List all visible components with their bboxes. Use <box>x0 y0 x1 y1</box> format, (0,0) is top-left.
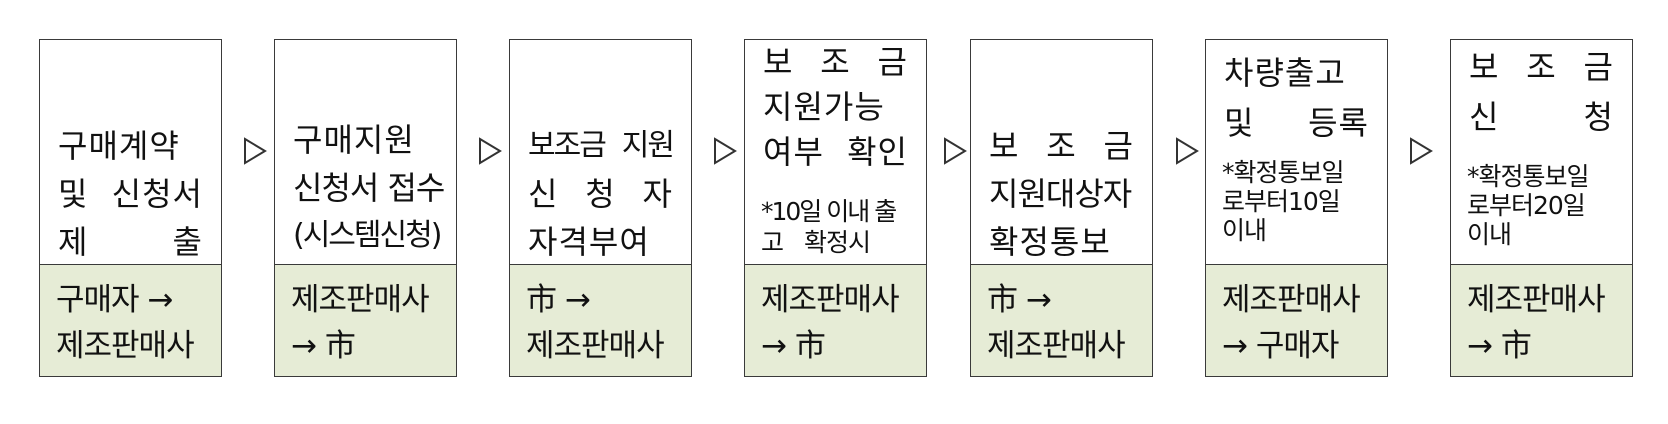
step-7-note-line-2: 로부터20일 <box>1467 191 1586 220</box>
step-4-actor-line-2: → 市 <box>761 328 826 364</box>
step-6-note-line-1: *확정통보일 <box>1222 158 1345 187</box>
step-4-note-line-1: *10일 이내 출 <box>761 197 897 226</box>
step-7-line-1: 보 조 금 <box>1469 48 1614 86</box>
triangle-arrow-icon <box>1410 137 1433 165</box>
process-step-2: 구매지원 신청서 접수 (시스템신청) 제조판매사 → 市 <box>274 39 457 377</box>
step-6-note-line-3: 이내 <box>1222 216 1267 245</box>
step-1-line-1: 구매계약 <box>58 127 180 165</box>
step-4-note: *10일 이내 출 고 확정시 <box>761 196 912 258</box>
process-step-5: 보 조 금 지원대상자 확정통보 市 → 제조판매사 <box>970 39 1153 377</box>
step-1-description: 구매계약 및 신청서 제 출 <box>40 40 221 265</box>
process-step-7: 보 조 금 신 청 *확정통보일 로부터20일 이내 제조판매사 → 市 <box>1450 39 1633 377</box>
step-6-line-1: 차량출고 <box>1224 54 1346 92</box>
step-5-main-text: 보 조 금 지원대상자 확정통보 <box>989 122 1134 266</box>
step-4-line-3: 여부 확인 <box>763 133 908 171</box>
step-2-actor: 제조판매사 → 市 <box>275 265 456 376</box>
process-step-6: 차량출고 및 등록 *확정통보일 로부터10일 이내 제조판매사 → 구매자 <box>1205 39 1388 377</box>
step-5-description: 보 조 금 지원대상자 확정통보 <box>971 40 1152 265</box>
step-5-actor: 市 → 제조판매사 <box>971 265 1152 376</box>
step-6-main-text: 차량출고 및 등록 <box>1224 48 1369 148</box>
step-6-actor: 제조판매사 → 구매자 <box>1206 265 1387 376</box>
step-7-actor-line-1: 제조판매사 <box>1467 282 1606 318</box>
triangle-arrow-icon <box>714 137 737 165</box>
step-7-note-line-3: 이내 <box>1467 220 1512 249</box>
step-1-actor-line-1: 구매자 → <box>56 282 173 318</box>
step-2-actor-line-1: 제조판매사 <box>291 282 430 318</box>
step-6-actor-line-1: 제조판매사 <box>1222 282 1361 318</box>
step-2-description: 구매지원 신청서 접수 (시스템신청) <box>275 40 456 265</box>
step-1-actor-line-2: 제조판매사 <box>56 328 195 364</box>
step-1-line-2: 및 신청서 <box>58 175 203 213</box>
step-3-actor-line-2: 제조판매사 <box>526 328 665 364</box>
step-6-actor-line-2: → 구매자 <box>1222 328 1339 364</box>
step-3-main-text: 보조금 지원 신 청 자 자격부여 <box>528 122 675 266</box>
step-4-actor-line-1: 제조판매사 <box>761 282 900 318</box>
step-2-main-text: 구매지원 신청서 접수 (시스템신청) <box>293 116 445 260</box>
step-4-line-2: 지원가능 <box>763 88 885 126</box>
step-1-actor: 구매자 → 제조판매사 <box>40 265 221 376</box>
step-3-line-3: 자격부여 <box>528 223 650 261</box>
step-5-actor-line-1: 市 → <box>987 282 1052 318</box>
triangle-arrow-icon <box>1176 137 1199 165</box>
step-3-actor: 市 → 제조판매사 <box>510 265 691 376</box>
step-6-line-2: 및 등록 <box>1224 104 1369 142</box>
step-2-line-2: 신청서 접수 <box>293 169 445 207</box>
step-1-line-3: 제 출 <box>58 223 203 261</box>
step-6-note: *확정통보일 로부터10일 이내 <box>1222 158 1373 245</box>
step-5-line-1: 보 조 금 <box>989 127 1134 165</box>
step-2-actor-line-2: → 市 <box>291 328 356 364</box>
step-5-line-3: 확정통보 <box>989 223 1111 261</box>
step-1-main-text: 구매계약 및 신청서 제 출 <box>58 122 203 266</box>
step-7-note: *확정통보일 로부터20일 이내 <box>1467 162 1618 249</box>
step-6-note-line-2: 로부터10일 <box>1222 187 1341 216</box>
step-4-actor: 제조판매사 → 市 <box>745 265 926 376</box>
step-5-actor-line-2: 제조판매사 <box>987 328 1126 364</box>
step-3-line-2: 신 청 자 <box>528 175 673 213</box>
triangle-arrow-icon <box>244 137 267 165</box>
triangle-arrow-icon <box>944 137 967 165</box>
step-4-main-text: 보 조 금 지원가능 여부 확인 <box>763 40 908 175</box>
step-7-line-2: 신 청 <box>1469 98 1614 136</box>
step-3-line-1: 보조금 지원 <box>528 128 675 163</box>
step-7-description: 보 조 금 신 청 *확정통보일 로부터20일 이내 <box>1451 40 1632 265</box>
step-4-note-line-2: 고 확정시 <box>761 228 871 257</box>
process-step-3: 보조금 지원 신 청 자 자격부여 市 → 제조판매사 <box>509 39 692 377</box>
step-6-description: 차량출고 및 등록 *확정통보일 로부터10일 이내 <box>1206 40 1387 265</box>
step-7-actor: 제조판매사 → 市 <box>1451 265 1632 376</box>
step-3-description: 보조금 지원 신 청 자 자격부여 <box>510 40 691 265</box>
step-5-line-2: 지원대상자 <box>989 175 1132 213</box>
step-7-main-text: 보 조 금 신 청 <box>1469 42 1614 142</box>
triangle-arrow-icon <box>479 137 502 165</box>
process-step-1: 구매계약 및 신청서 제 출 구매자 → 제조판매사 <box>39 39 222 377</box>
step-2-line-3: (시스템신청) <box>293 218 442 253</box>
step-3-actor-line-1: 市 → <box>526 282 591 318</box>
step-4-description: 보 조 금 지원가능 여부 확인 *10일 이내 출 고 확정시 <box>745 40 926 265</box>
process-step-4: 보 조 금 지원가능 여부 확인 *10일 이내 출 고 확정시 제조판매사 →… <box>744 39 927 377</box>
step-2-line-1: 구매지원 <box>293 121 415 159</box>
step-7-actor-line-2: → 市 <box>1467 328 1532 364</box>
step-4-line-1: 보 조 금 <box>763 43 908 81</box>
step-7-note-line-1: *확정통보일 <box>1467 162 1590 191</box>
